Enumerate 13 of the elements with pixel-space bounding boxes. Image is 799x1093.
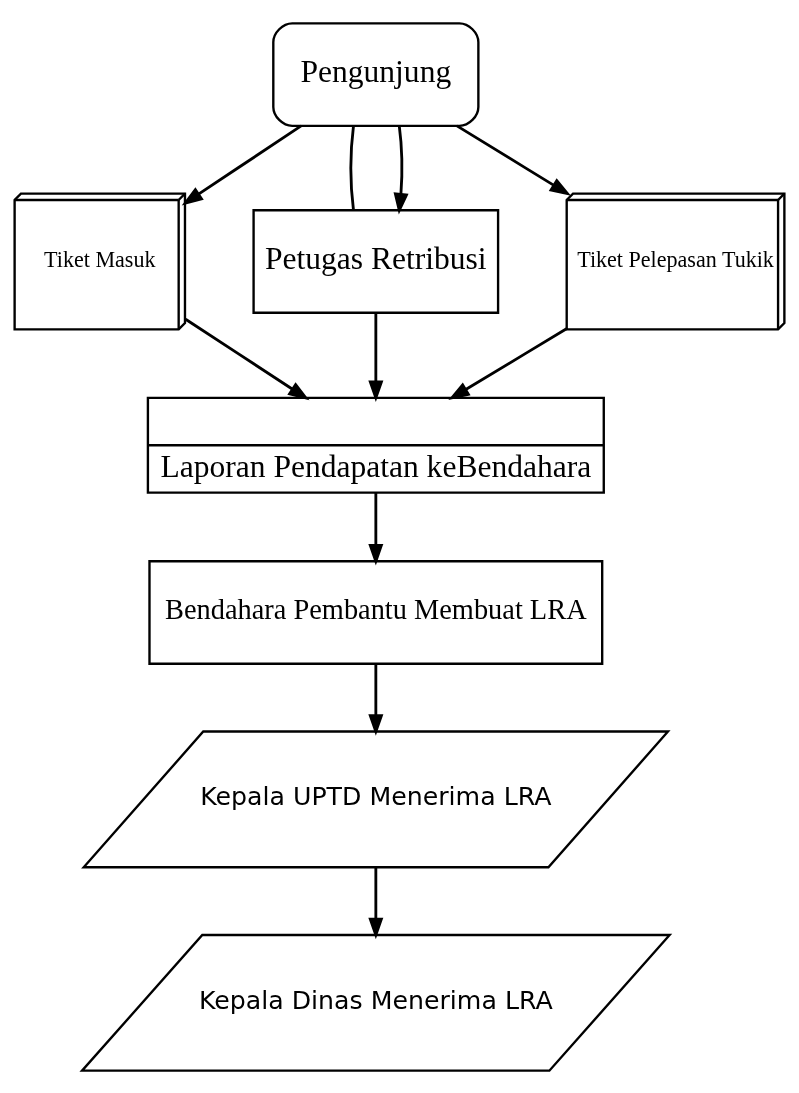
arrow: [448, 327, 568, 400]
arrow: [368, 312, 384, 402]
arrow: [393, 125, 409, 214]
node-box: Petugas Retribusi: [252, 208, 500, 314]
arrow: [184, 317, 310, 400]
arrow: [456, 124, 571, 196]
arrow: [368, 492, 384, 565]
arrow: [368, 663, 384, 736]
arrow: [181, 124, 302, 205]
arrow: [368, 867, 384, 939]
node-box: Pengunjung: [272, 21, 480, 127]
connector: [349, 125, 355, 210]
node-box: Bendahara Pembantu Membuat LRA: [148, 559, 604, 665]
